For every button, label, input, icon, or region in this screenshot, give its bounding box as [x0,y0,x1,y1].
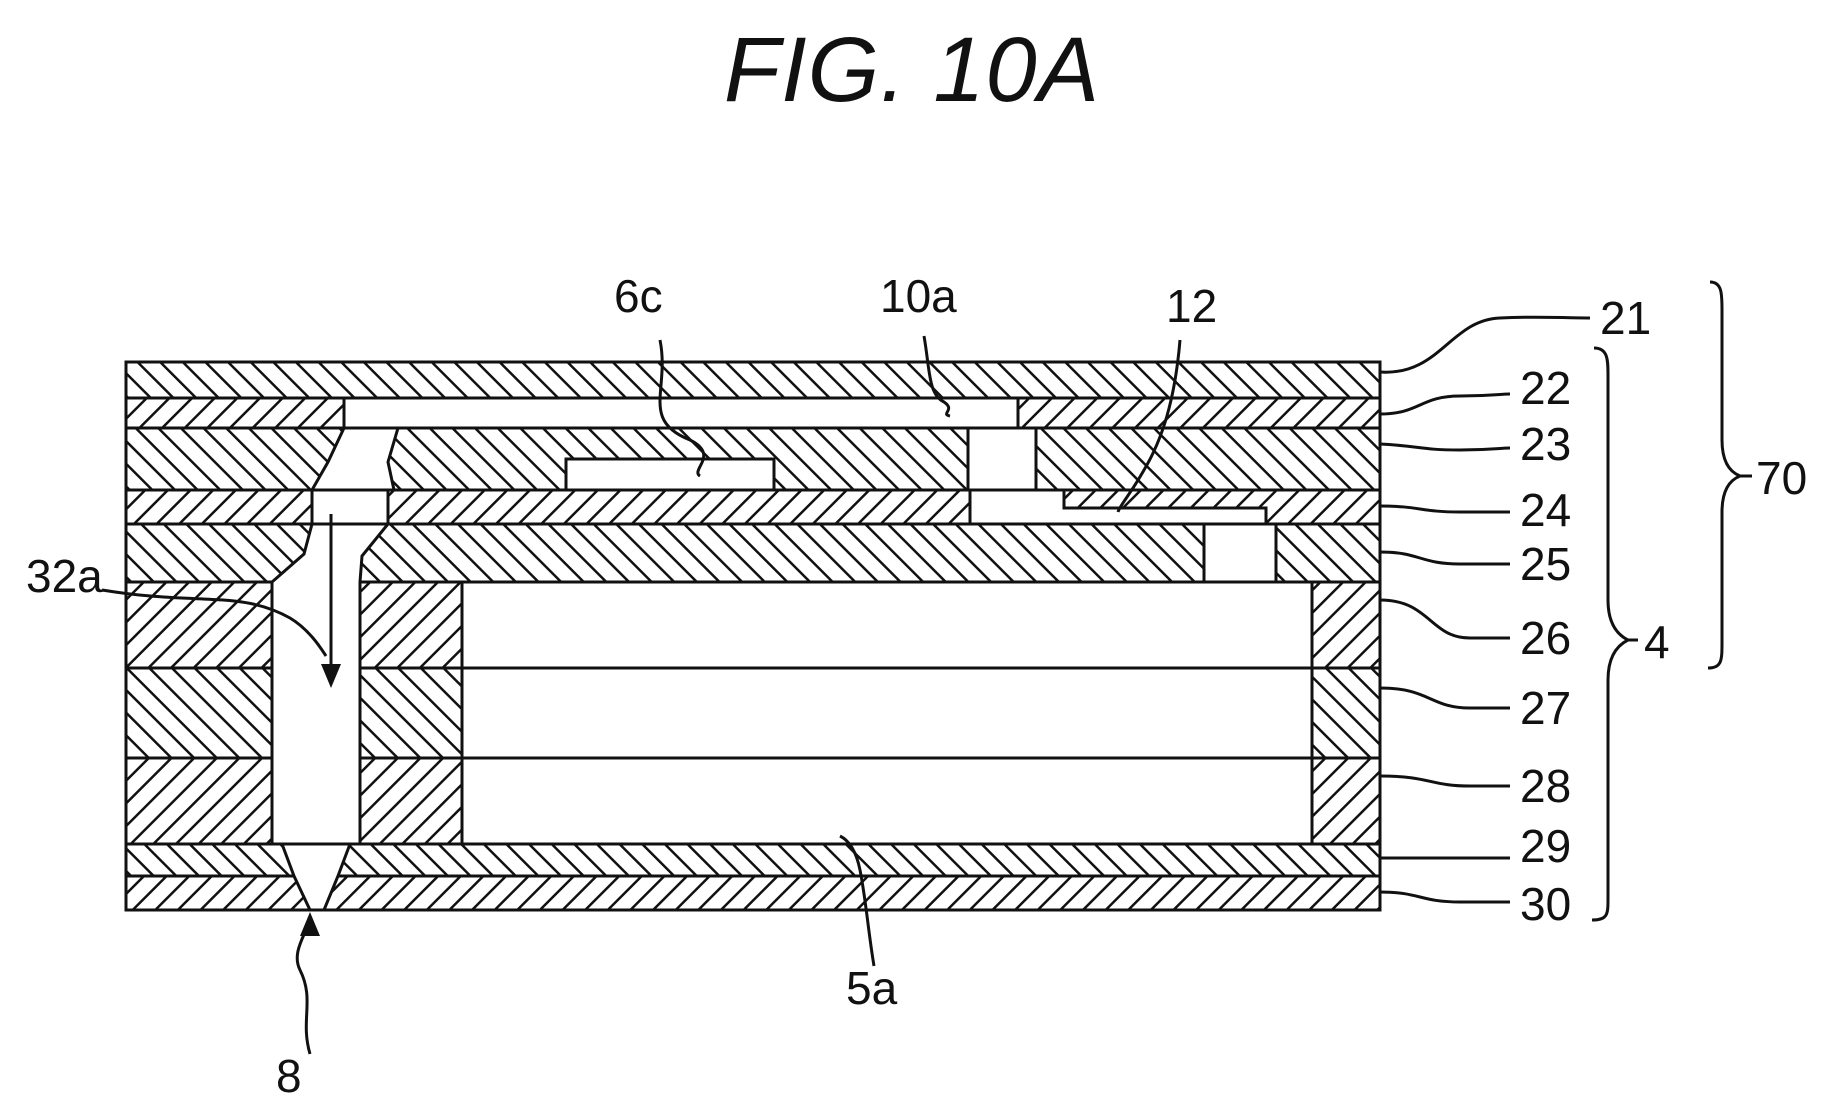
label-4: 4 [1644,616,1670,668]
label-26: 26 [1520,612,1571,664]
label-28: 28 [1520,760,1571,812]
opening-24-left [312,490,388,524]
label-22: 22 [1520,362,1571,414]
label-29: 29 [1520,820,1571,872]
label-23: 23 [1520,418,1571,470]
braces [1592,282,1752,920]
label-21: 21 [1600,292,1651,344]
label-32a: 32a [26,550,103,602]
opening-23-right [968,428,1036,490]
ink-chamber-5a [462,582,1312,844]
opening-25-right [1204,524,1276,582]
label-27: 27 [1520,682,1571,734]
brace-4 [1592,348,1628,920]
brace-70 [1708,282,1740,668]
label-10a: 10a [880,270,957,322]
label-6c: 6c [614,270,663,322]
label-70: 70 [1756,452,1807,504]
label-30: 30 [1520,878,1571,930]
channel-10a [344,398,1018,428]
label-5a: 5a [846,962,898,1014]
label-12: 12 [1166,280,1217,332]
label-24: 24 [1520,484,1571,536]
layer-21 [126,362,1380,398]
label-25: 25 [1520,538,1571,590]
recess-6c [566,459,774,490]
label-8: 8 [276,1050,302,1102]
